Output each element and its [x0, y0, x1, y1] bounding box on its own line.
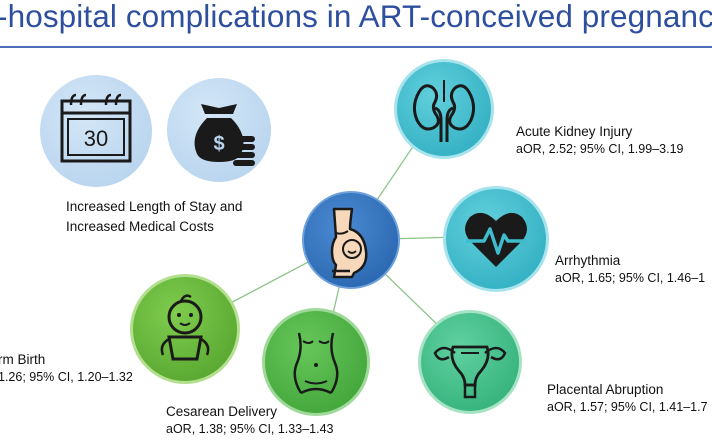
title-underline	[0, 46, 712, 48]
page-title: -hospital complications in ART-conceived…	[0, 0, 712, 34]
arrhythmia-stat: aOR, 1.65; 95% CI, 1.46–1	[555, 271, 706, 285]
kidney-icon	[412, 80, 476, 142]
preterm-label: rm Birth 1.26; 95% CI, 1.20–1.32	[0, 352, 133, 384]
preterm-node	[130, 274, 240, 384]
placental-node	[418, 310, 522, 414]
preterm-stat: 1.26; 95% CI, 1.20–1.32	[0, 370, 133, 384]
cesarean-node	[262, 308, 370, 416]
cost-label: Increased Length of Stay and Increased M…	[66, 197, 242, 237]
arrhythmia-name: Arrhythmia	[555, 253, 621, 268]
cesarean-stat: aOR, 1.38; 95% CI, 1.33–1.43	[166, 422, 334, 436]
center-pregnancy-node	[302, 191, 400, 289]
uterus-icon	[433, 345, 507, 399]
cesarean-name: Cesarean Delivery	[166, 404, 278, 419]
placental-name: Placental Abruption	[547, 382, 664, 397]
aki-label: Acute Kidney Injury aOR, 2.52; 95% CI, 1…	[516, 124, 683, 156]
placental-label: Placental Abruption aOR, 1.57; 95% CI, 1…	[547, 382, 708, 414]
money-bag-icon: $	[194, 104, 255, 166]
cost-label-line2: Increased Medical Costs	[66, 219, 214, 234]
arrhythmia-label: Arrhythmia aOR, 1.65; 95% CI, 1.46–1	[555, 253, 705, 285]
cost-label-line1: Increased Length of Stay and	[66, 199, 243, 214]
calendar-icon: 30	[60, 93, 132, 163]
pregnant-woman-icon	[330, 207, 368, 279]
money-node: $	[167, 78, 271, 182]
kidney-node	[394, 59, 494, 159]
placental-stat: aOR, 1.57; 95% CI, 1.41–1.7	[547, 400, 708, 414]
arrhythmia-node	[443, 186, 549, 292]
aki-stat: aOR, 2.52; 95% CI, 1.99–3.19	[516, 142, 684, 156]
aki-name: Acute Kidney Injury	[516, 124, 633, 139]
abdomen-icon	[293, 332, 339, 395]
heart-rhythm-icon	[465, 212, 527, 267]
calendar-node: 30	[40, 75, 152, 187]
preterm-name: rm Birth	[0, 352, 46, 367]
cesarean-label: Cesarean Delivery aOR, 1.38; 95% CI, 1.3…	[166, 404, 333, 436]
calendar-day: 30	[84, 126, 108, 151]
money-symbol: $	[213, 133, 224, 155]
baby-icon	[160, 294, 210, 361]
